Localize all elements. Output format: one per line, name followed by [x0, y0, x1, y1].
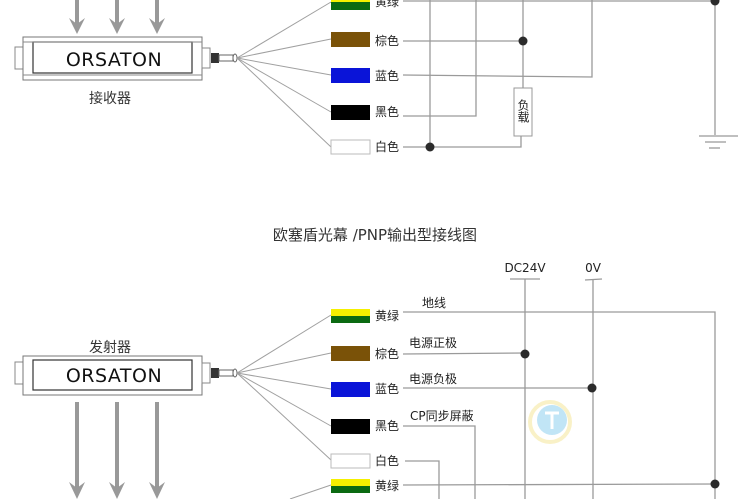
emitter-wire-swatches [330, 309, 371, 493]
emitter-fan-wires [236, 314, 332, 499]
receiver-arrows [69, 0, 165, 34]
diagram-title: 欧塞盾光幕 /PNP输出型接线图 [273, 226, 477, 244]
load-resistor [513, 87, 533, 137]
receiver-wire-swatches [330, 0, 371, 155]
arrow-down-icon [109, 402, 125, 499]
arrow-down-icon [149, 402, 165, 499]
wire-label-brown: 棕色 [375, 346, 399, 361]
emitter-circuit [402, 278, 720, 499]
emitter-label: 发射器 [89, 340, 131, 356]
receiver-circuit [402, 0, 738, 152]
arrow-down-icon [109, 0, 125, 34]
brand-watermark-logo [528, 400, 572, 444]
annotation-ground: 地线 [422, 296, 446, 310]
ground-icon [699, 135, 738, 149]
receiver-brand: ORSATON [66, 49, 162, 71]
emitter-brand: ORSATON [66, 365, 162, 387]
receiver-device: ORSATON [14, 36, 238, 81]
power-negative-label: 0V [585, 261, 602, 275]
wire-label-black: 黑色 [375, 419, 399, 433]
wire-label-brown: 棕色 [375, 33, 399, 48]
arrow-down-icon [149, 0, 165, 34]
wire-label-black: 黑色 [375, 105, 399, 119]
receiver-fan-wires [236, 1, 332, 148]
wire-label-yellow-green: 黄绿 [375, 0, 399, 9]
arrow-down-icon [69, 402, 85, 499]
wire-label-yellow-green: 黄绿 [375, 308, 399, 323]
annotation-power-negative: 电源负极 [409, 372, 457, 386]
receiver-label: 接收器 [89, 90, 131, 107]
wire-label-blue: 蓝色 [375, 382, 399, 396]
wire-label-blue: 蓝色 [375, 69, 399, 83]
load-label: 负载 [516, 99, 530, 124]
arrow-down-icon [69, 0, 85, 34]
emitter-arrows [69, 402, 165, 499]
power-positive-label: DC24V [504, 261, 546, 275]
annotation-power-positive: 电源正极 [409, 336, 457, 350]
wire-label-yellow-green: 黄绿 [375, 478, 399, 493]
emitter-device: ORSATON [14, 355, 238, 396]
annotation-sync-shield: CP同步屏蔽 [410, 409, 474, 423]
wire-label-white: 白色 [375, 453, 399, 468]
wire-label-white: 白色 [375, 139, 399, 154]
